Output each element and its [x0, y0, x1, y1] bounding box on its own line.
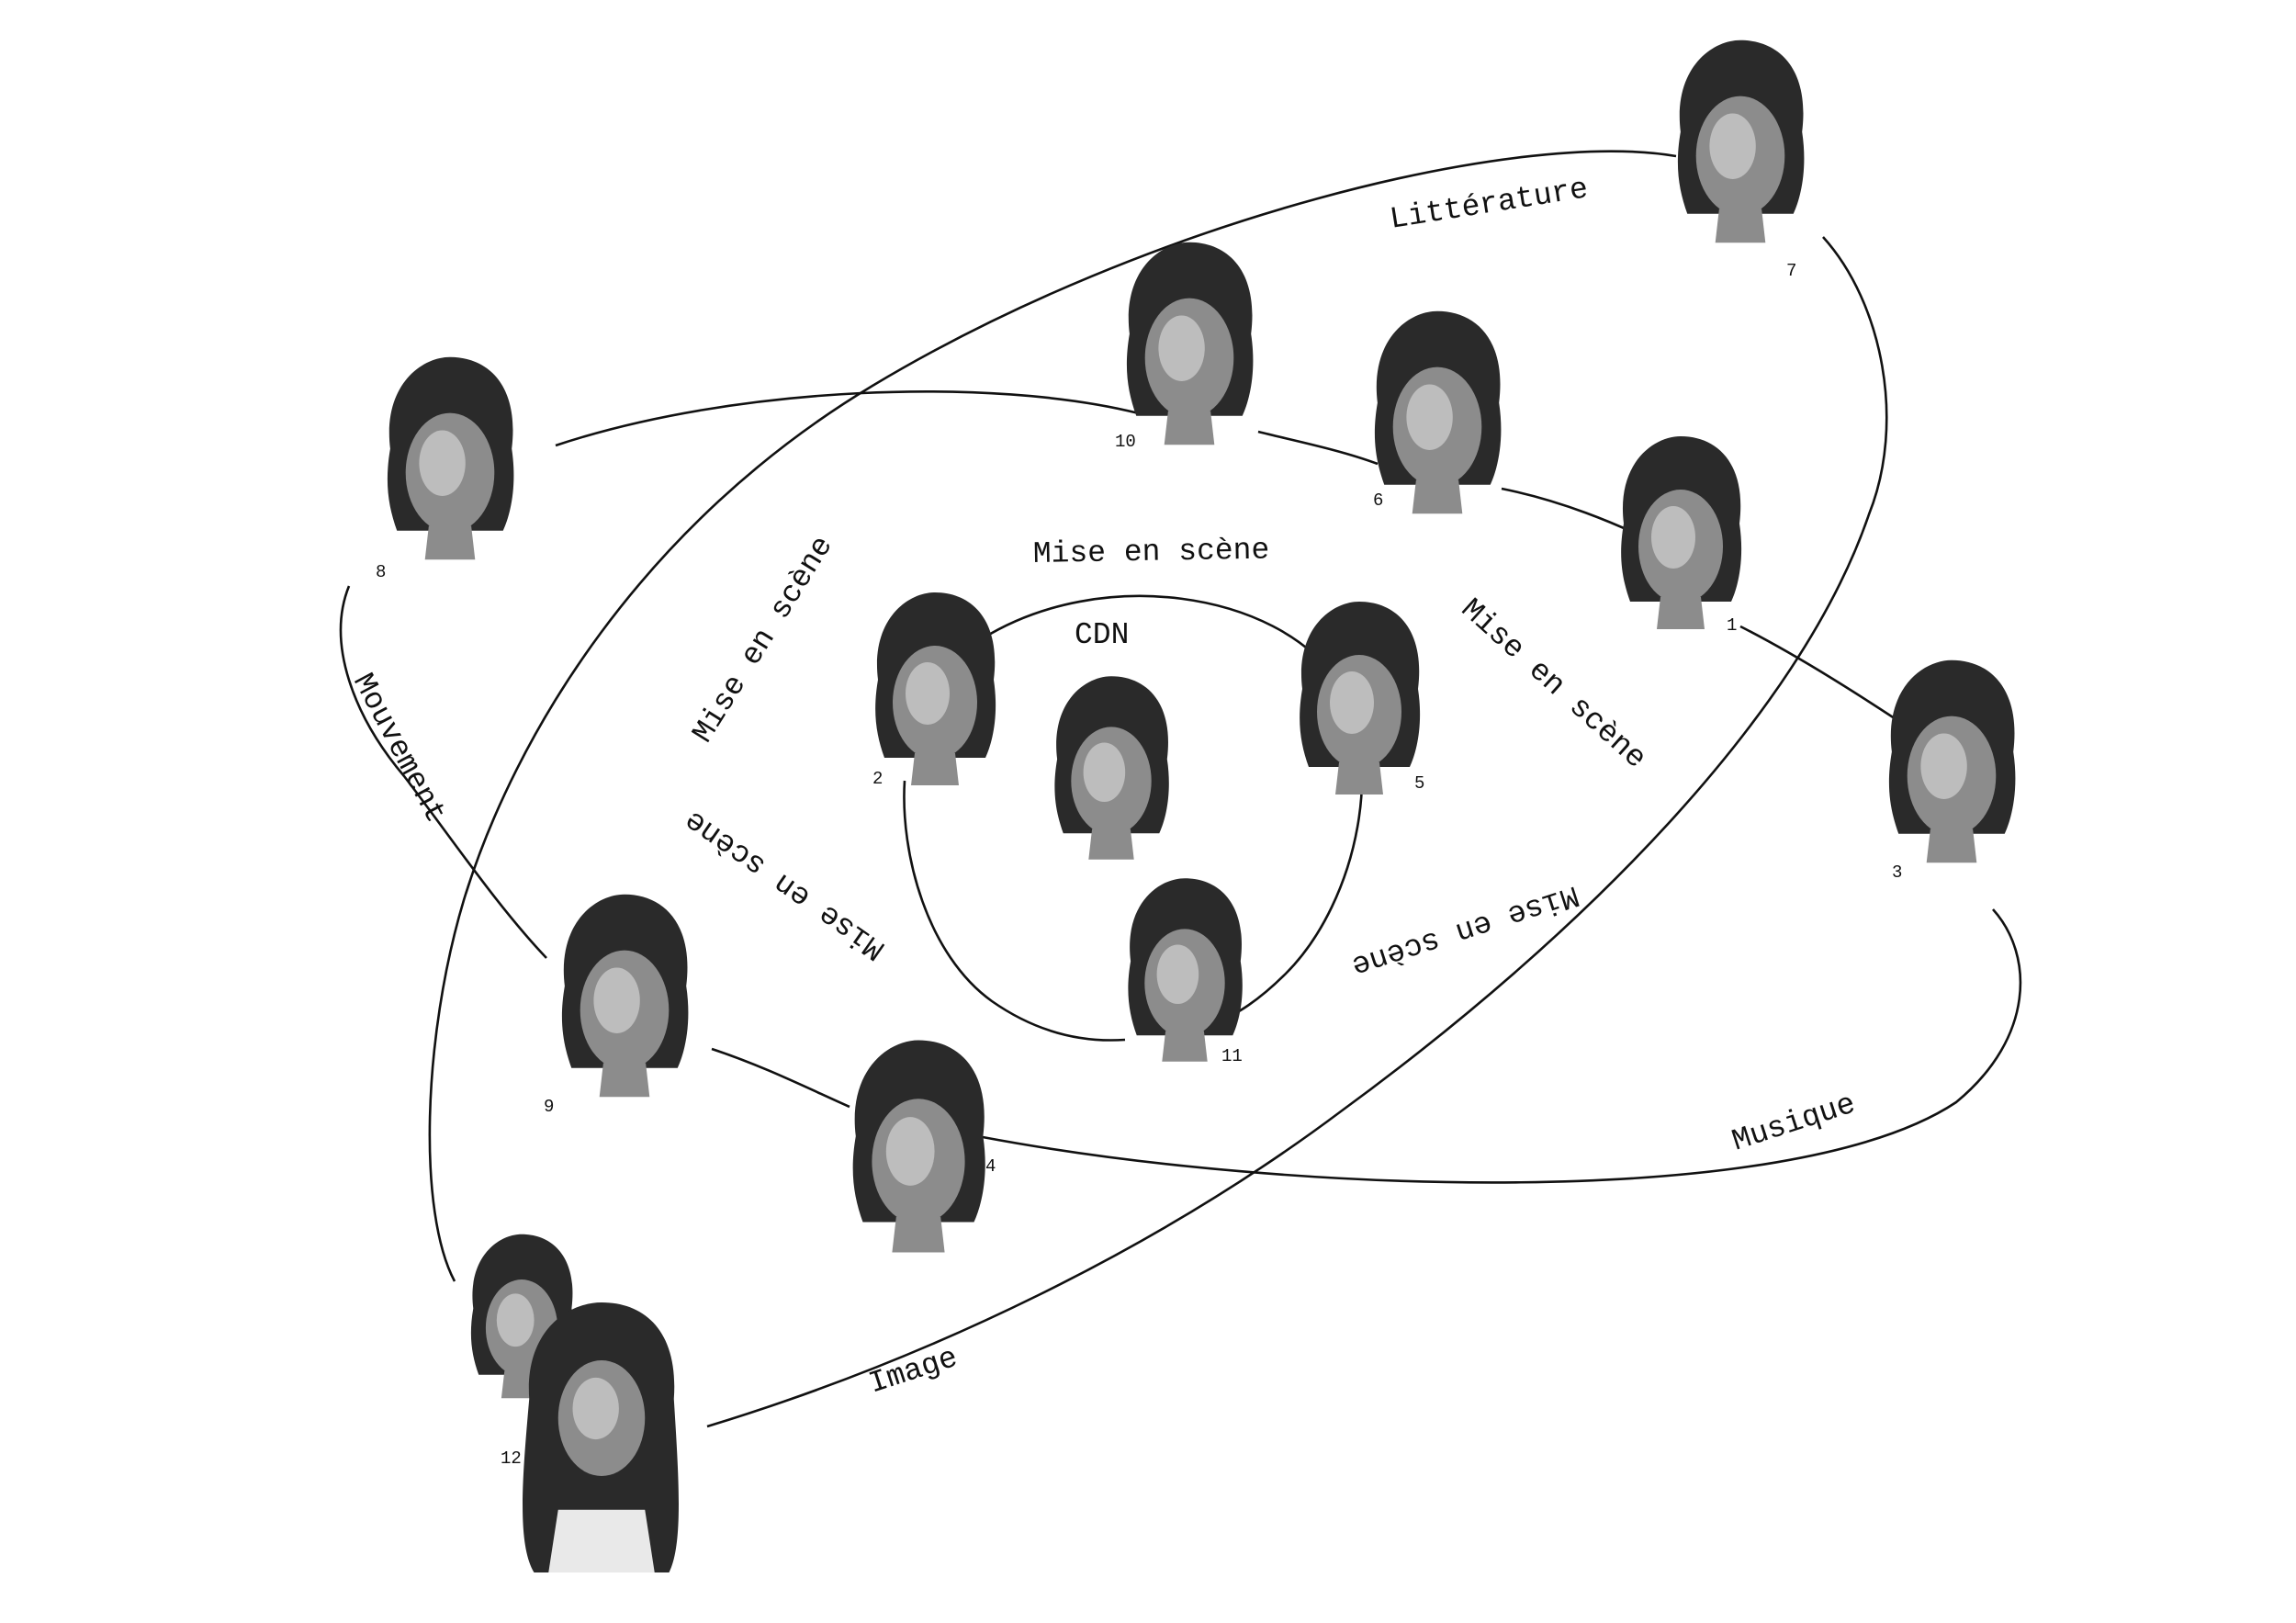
mouvement-arc: [339, 585, 547, 959]
portrait-7: [1677, 39, 1805, 243]
portrait-center: [1054, 676, 1169, 860]
number-6: 6: [1373, 490, 1383, 511]
portrait-5: [1300, 602, 1421, 795]
number-11: 11: [1221, 1046, 1243, 1066]
number-12: 12: [501, 1448, 522, 1469]
number-9: 9: [544, 1097, 554, 1117]
label-litterature: Littérature: [1388, 172, 1591, 237]
number-10: 10: [1115, 432, 1136, 452]
portrait-4: [852, 1040, 985, 1253]
portrait-2: [875, 592, 996, 785]
number-1: 1: [1727, 615, 1737, 636]
label-mise-en-scene-top: Mise en scène: [1033, 534, 1270, 571]
arc-10-6: [1257, 430, 1379, 466]
portrait-9: [561, 894, 689, 1098]
label-mise-en-scene-bottom-left: Mise en scène: [679, 803, 892, 966]
label-mise-en-scene-left: Mise en scène: [686, 530, 840, 749]
portrait-3: [1888, 659, 2016, 863]
label-image: Image: [865, 1341, 962, 1402]
label-mise-en-scene-right: Mise en scène: [1454, 592, 1652, 776]
label-cdn: CDN: [1075, 618, 1129, 652]
portrait-10: [1126, 242, 1254, 445]
number-3: 3: [1892, 862, 1902, 883]
label-mouvement: Mouvement: [345, 668, 452, 828]
litterature-image-ellipse: [428, 150, 1677, 1282]
label-mise-en-scene-bottom-right: Mise en scène: [1347, 877, 1582, 983]
portrait-12b: [523, 1302, 679, 1572]
number-8: 8: [376, 562, 386, 582]
portrait-8: [387, 356, 514, 560]
connection-lines: [339, 150, 2022, 1428]
portrait-6: [1374, 310, 1502, 514]
portrait-11: [1128, 878, 1243, 1062]
number-7: 7: [1786, 261, 1796, 281]
portrait-1: [1621, 436, 1742, 629]
musique-arc: [982, 908, 2022, 1184]
cdn-circle-left: [903, 780, 1126, 1042]
number-5: 5: [1414, 773, 1424, 794]
litterature-image-ellipse-right: [706, 236, 1888, 1428]
arc-9-4: [711, 1047, 850, 1109]
number-2: 2: [872, 769, 883, 789]
number-4: 4: [985, 1156, 996, 1177]
top-arc-8-10: [555, 390, 1140, 447]
portraits: [387, 39, 2016, 1572]
person-numbers: 1 2 3 4 5 6 7 8 9 10 11 12: [376, 261, 1902, 1469]
